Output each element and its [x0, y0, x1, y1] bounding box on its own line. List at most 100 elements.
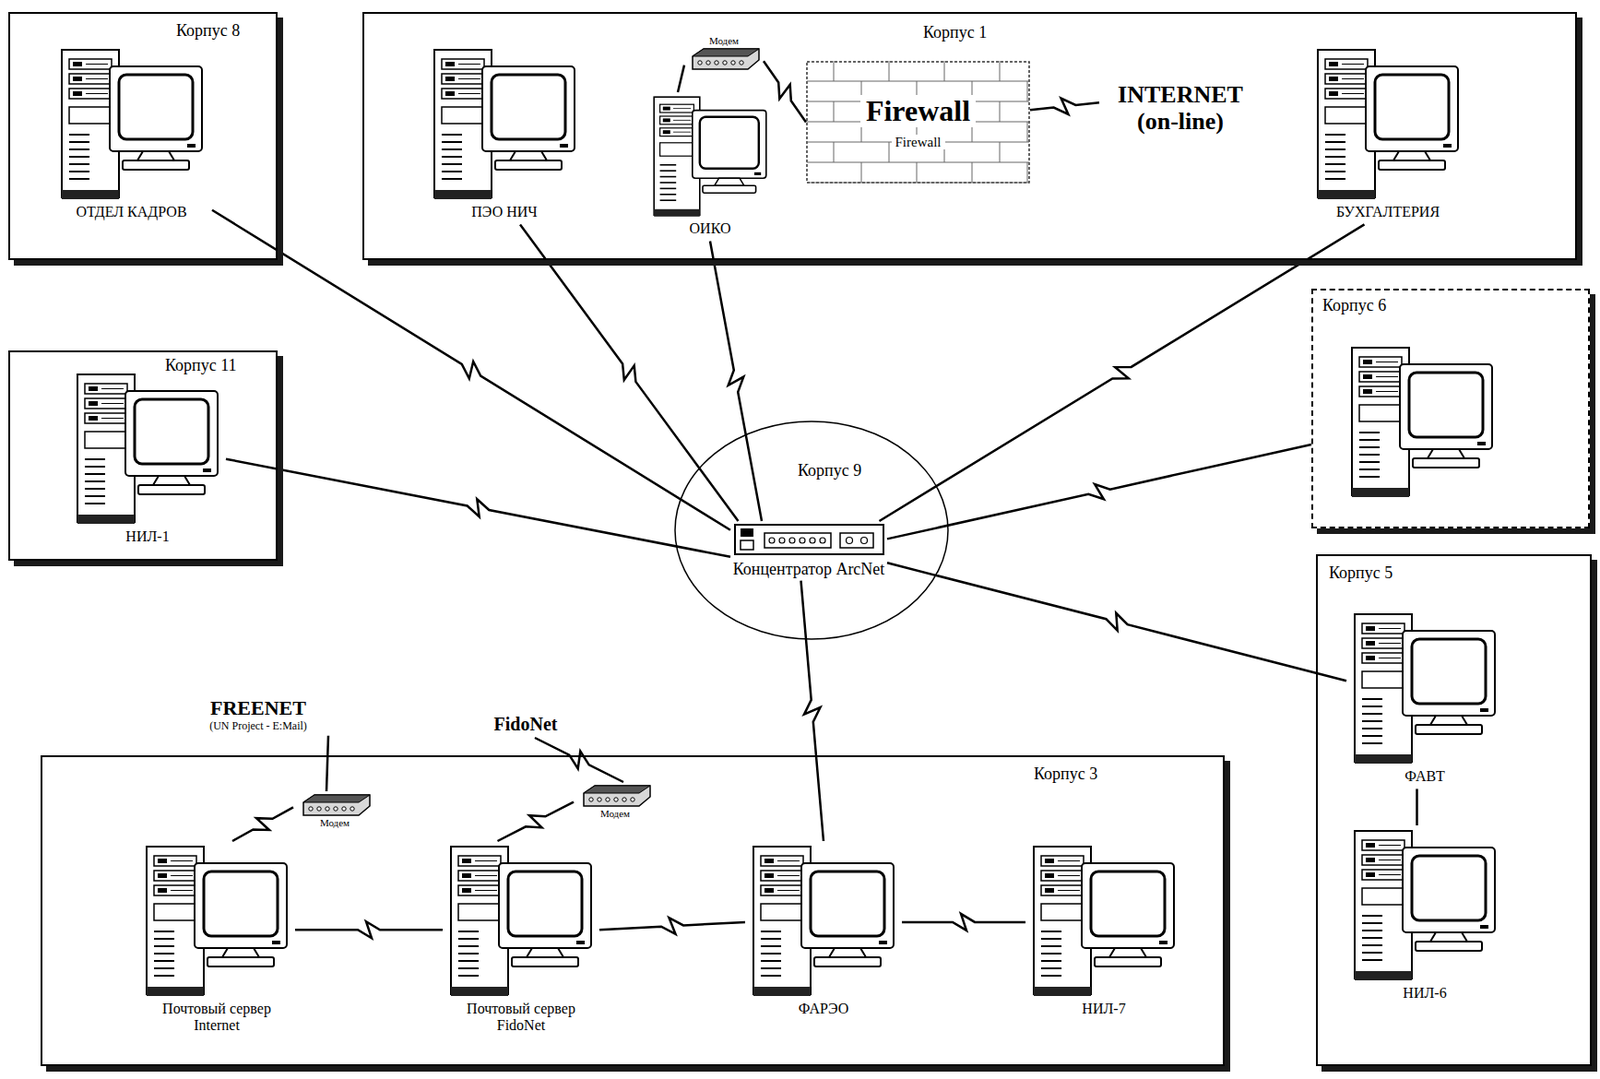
- modem-node: Модем: [573, 782, 657, 822]
- computer-label: ФАВТ: [1404, 768, 1445, 784]
- label-row: БУХГАЛТЕРИЯ: [1313, 202, 1463, 222]
- link-line: [1030, 98, 1100, 115]
- network-sublabel: (UN Project - E:Mail): [173, 719, 344, 733]
- brick-joint: [999, 60, 1001, 82]
- hub-node: Концентратор ArcNet: [730, 521, 888, 581]
- drive-line: [1341, 78, 1364, 80]
- vent-line: [1362, 712, 1383, 715]
- vent-line: [458, 930, 479, 933]
- hub-icon: [733, 522, 886, 557]
- building-label: Корпус 5: [1328, 563, 1393, 583]
- building-label: Корпус 6: [1322, 296, 1387, 316]
- drive-slot: [663, 106, 671, 111]
- drive-bay: [1325, 73, 1368, 84]
- vent-line: [1362, 734, 1383, 737]
- building-label: Корпус 1: [923, 23, 987, 43]
- tower-base: [753, 986, 811, 996]
- drive-line: [474, 860, 498, 862]
- link-line: [887, 562, 1347, 681]
- drive-line: [101, 402, 124, 404]
- computer-icon: [1351, 827, 1499, 984]
- hub-uplink: [840, 533, 874, 548]
- drive-bay: [760, 885, 804, 896]
- vent-line: [660, 176, 677, 178]
- drive-slot: [1328, 91, 1339, 96]
- brick-joint: [1027, 121, 1029, 143]
- vent-line: [1325, 155, 1346, 158]
- modem-icon: [687, 47, 761, 72]
- computer-label: НИЛ-1: [125, 528, 169, 545]
- panel: [458, 903, 501, 921]
- drive-bay: [660, 116, 695, 125]
- computer-node: Почтовый сервер FidoNet: [442, 841, 600, 1039]
- monitor-button: [1480, 708, 1489, 712]
- link-line: [763, 60, 806, 122]
- vent-line: [1325, 177, 1346, 180]
- monitor-bezel: [109, 66, 202, 152]
- label-row: НИЛ-1: [72, 527, 223, 546]
- monitor-bezel: [692, 110, 767, 179]
- drive-bay: [1362, 869, 1405, 880]
- monitor-button: [1159, 940, 1168, 945]
- brick-joint: [888, 142, 890, 163]
- drive-bay: [1359, 356, 1402, 368]
- monitor-neck: [526, 948, 564, 958]
- vent-line: [441, 177, 463, 180]
- vent-line: [69, 155, 90, 158]
- drive-slot: [1365, 872, 1375, 878]
- computer-icon: [1351, 610, 1499, 768]
- vent-line: [69, 170, 90, 173]
- monitor-neck: [137, 151, 175, 161]
- drive-slot: [1044, 858, 1055, 864]
- vent-line: [441, 148, 463, 151]
- vent-line: [660, 199, 677, 202]
- drive-bay: [69, 59, 112, 70]
- computer-node: ОИКО: [645, 92, 775, 241]
- modem-node: Модем: [293, 791, 377, 831]
- drive-bay: [441, 88, 485, 99]
- computer-label: ОИКО: [689, 220, 732, 237]
- vent-line: [1362, 959, 1383, 961]
- monitor-stand: [1412, 458, 1480, 468]
- drive-bay: [1362, 840, 1405, 851]
- computer-icon: [651, 94, 770, 220]
- modem-led: [308, 806, 313, 811]
- drive-slot: [764, 858, 774, 864]
- vent-line: [154, 937, 175, 940]
- link-line: [801, 580, 825, 842]
- modem-led: [622, 797, 627, 802]
- firewall-label: Firewall: [860, 94, 976, 128]
- hub-port: [789, 537, 795, 544]
- drive-line: [1378, 844, 1401, 846]
- monitor-stand: [1094, 957, 1162, 967]
- hub-port: [809, 537, 816, 544]
- vent-line: [1362, 936, 1383, 939]
- drive-line: [1378, 642, 1401, 644]
- hub-body: [734, 524, 884, 555]
- monitor-screen: [134, 399, 209, 464]
- monitor-stand: [1415, 941, 1482, 951]
- modem-led: [739, 60, 744, 65]
- building-box: Корпус 8ОТДЕЛ КАДРОВ: [8, 11, 278, 261]
- vent-line: [69, 163, 90, 166]
- vent-line: [760, 945, 782, 948]
- modem-led: [597, 797, 602, 802]
- computer-icon: [142, 842, 291, 1000]
- panel: [1362, 671, 1405, 688]
- computer-icon: [58, 46, 206, 203]
- ellipse-shape: [675, 421, 949, 640]
- vent-line: [458, 937, 479, 940]
- vent-line: [760, 937, 782, 940]
- computer-label: БУХГАЛТЕРИЯ: [1336, 203, 1440, 220]
- vent-line: [1041, 945, 1062, 948]
- modem-body: [692, 48, 759, 70]
- link-line: [232, 806, 294, 842]
- drive-slot: [1044, 873, 1055, 878]
- monitor-stand: [122, 160, 190, 170]
- vent-line: [1362, 705, 1383, 708]
- monitor-button: [272, 940, 281, 945]
- drive-line: [85, 63, 108, 65]
- drive-slot: [72, 91, 83, 96]
- computer-node: БУХГАЛТЕРИЯ: [1309, 44, 1467, 225]
- modem-icon: [578, 783, 652, 808]
